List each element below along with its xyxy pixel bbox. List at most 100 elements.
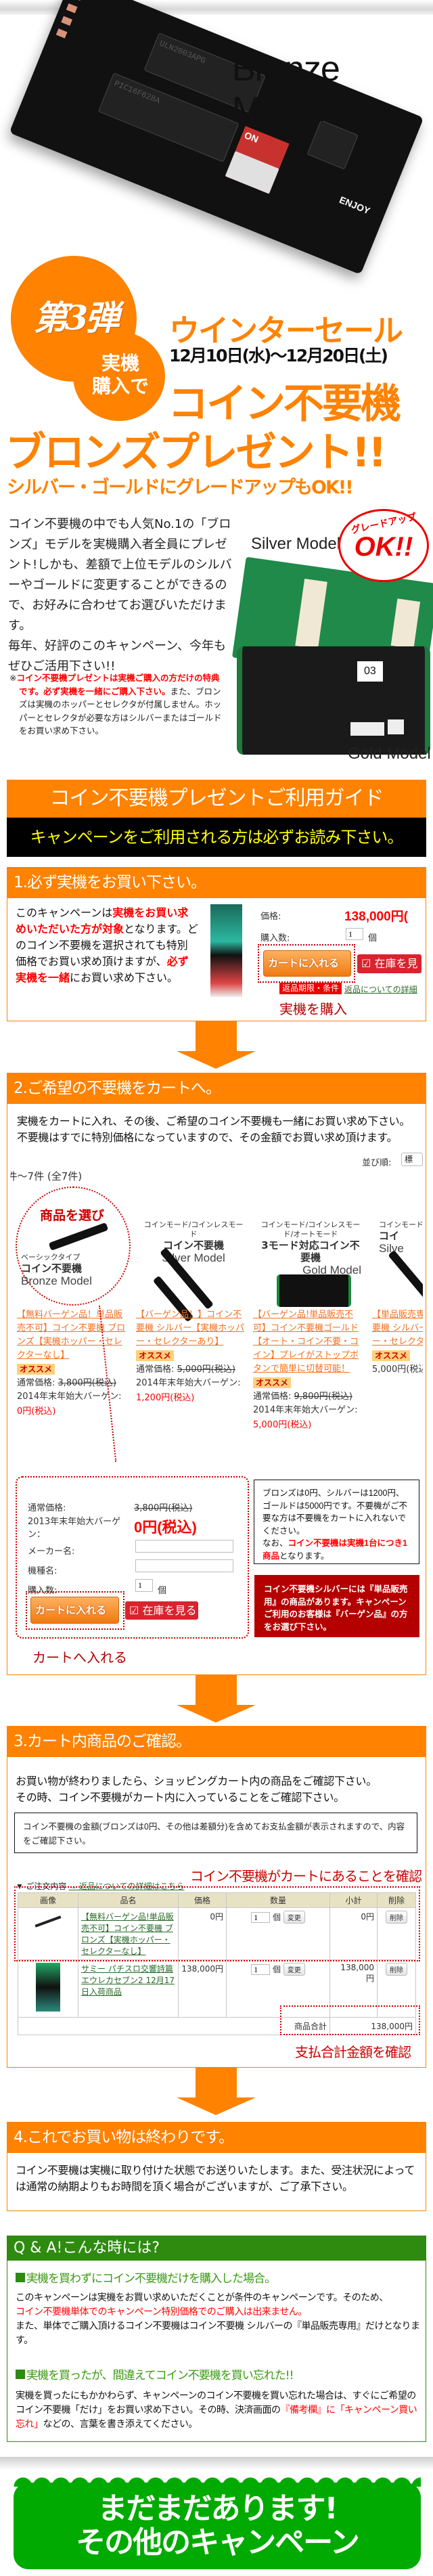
product-image-name: コイ	[379, 1230, 400, 1242]
info-text: ブロンズは0円、シルバーは1200円、ゴールドは5000円です。不要機がご不要な…	[263, 1488, 408, 1536]
product-image-gold[interactable]: コインモード/コインレスモード/オートモード 3モード対応コイン不要機 Gold…	[260, 1220, 361, 1315]
price-value: 138,000円(	[344, 910, 409, 924]
quantity-unit: 個	[158, 1586, 167, 1596]
recommend-badge: オススメ	[17, 1364, 55, 1375]
present-note: ※コイン不要機プレゼントは実機ご購入の方だけの特典です。必ず実機を一緒にご購入下…	[9, 671, 226, 738]
relay-block	[295, 579, 327, 649]
product-title-link[interactable]: 【バーゲン品！】コイン不要機 シルバー【実機ホッパー・セレクターあり】	[136, 1310, 245, 1347]
quantity-unit: 個	[368, 933, 378, 943]
info-text: なお、	[263, 1538, 288, 1548]
round-badge-text: 第3弾	[33, 298, 120, 338]
product-image-caption: コインモード/	[379, 1220, 423, 1229]
product-card-gold: 【バーゲン品!単品販売不可】コイン不要機ゴールド【オート・コイン不要・コイン】プ…	[253, 1308, 365, 1432]
sub-badge-text: 実機購入で	[81, 352, 160, 398]
question-text: 実機を買わずにコイン不要機だけを購入した場合。	[26, 2272, 276, 2286]
product-image-caption: コインモード/コインレスモード	[143, 1220, 244, 1239]
regular-price-label: 通常価格:	[253, 1392, 292, 1402]
model-name-input[interactable]	[135, 1559, 233, 1572]
step2-text: 実機をカートに入れ、その後、ご希望のコイン不要機も一緒にお買い求め下さい。不要機…	[17, 1113, 423, 1146]
product-image-silver[interactable]: コインモード/コインレスモード コイン不要機 Silver Model	[143, 1220, 244, 1323]
banner-line-1: まだまだあります!	[97, 2491, 338, 2526]
intro-text: 毎年、好評のこのキャンペーン、今年もぜひご活用下さい!!	[8, 639, 227, 673]
step4-header: 4.これでお買い物は終わりです。	[7, 2122, 426, 2153]
column-header: 画像	[18, 1892, 78, 1908]
cart-item-name-link[interactable]: 【無料バーゲン品!単品販売不可】コイン不要機 ブロンズ【実機ホッパー・セレクター…	[81, 1912, 174, 1956]
text: その時、コイン不要機がカート内に入っていることをご確認下さい。	[16, 1791, 344, 1804]
other-campaigns-banner[interactable]: まだまだあります! その他のキャンペーン	[14, 2477, 421, 2569]
down-arrow-icon	[177, 1675, 256, 1723]
maker-name-label: メーカー名:	[28, 1547, 75, 1557]
recommend-badge: オススメ	[253, 1377, 292, 1388]
change-quantity-button[interactable]: 変更	[283, 1963, 305, 1976]
guide-title: コイン不要機プレゼントご利用ガイド	[7, 780, 426, 818]
view-stock-button[interactable]: ☑ 在庫を見	[357, 954, 421, 973]
product-image-model: Gold Model	[302, 1264, 361, 1276]
view-stock-label: 在庫を見る	[142, 1604, 197, 1617]
step4-body: コイン不要機は実機に取り付けた状態でお送りいたします。また、受注状況によっては通…	[7, 2153, 426, 2211]
view-stock-button[interactable]: ☑ 在庫を見る	[125, 1601, 198, 1620]
regular-price-label: 通常価格:	[28, 1503, 66, 1513]
change-quantity-button[interactable]: 変更	[283, 1911, 305, 1924]
cart-item-name-link[interactable]: サミー パチスロ交響詩篇エウレカセブン2 12月17日入荷商品	[81, 1964, 175, 1997]
text: 実機をカートに入れ、その後、ご希望のコイン不要機も一緒にお買い求め下さい。	[17, 1115, 411, 1128]
question-text: 実機を買ったが、間違えてコイン不要機を買い忘れた!!	[26, 2369, 294, 2382]
add-to-cart-button[interactable]: カートに入れる	[263, 950, 351, 977]
product-image-model: Silver Model	[162, 1251, 225, 1264]
price-label: 価格:	[260, 912, 281, 922]
module-tag: 03	[357, 661, 383, 682]
product-title-link[interactable]: 【単品販売専用】コイン不要機 シルバー【実機ホッパー・セレクターあり】	[372, 1310, 423, 1347]
sub-badge-line: 購入で	[91, 375, 149, 397]
connector	[388, 719, 404, 734]
column-header: 品名	[78, 1892, 179, 1908]
banner-line-2: その他のキャンペーン	[76, 2525, 360, 2560]
sub-badge	[73, 332, 165, 421]
product-image-bronze[interactable]: ベーシックタイプ コイン不要機 Bronze Model	[21, 1253, 122, 1348]
add-to-cart-button[interactable]: カートに入れる	[30, 1597, 119, 1624]
quantity-input[interactable]	[346, 928, 363, 940]
product-image-silver-single[interactable]: コインモード/ コイ Silve	[379, 1220, 423, 1315]
regular-price: 3,800円(税込)	[134, 1503, 193, 1513]
product-card-bronze: 【無料バーゲン品！単品販売不可】コイン不要機 ブロンズ【実機ホッパー・セレクター…	[17, 1308, 129, 1419]
cart-quantity-input[interactable]	[251, 1912, 271, 1923]
quantity-unit: 個	[272, 1965, 281, 1974]
qa-answer-2: 実機を買ったにもかかわらず、キャンペーンのコイン不要機を買い忘れた場合は、すぐに…	[16, 2389, 421, 2432]
delete-item-button[interactable]: 削除	[386, 1911, 407, 1924]
maker-name-input[interactable]	[135, 1540, 233, 1553]
sort-select[interactable]: 標	[401, 1153, 423, 1166]
square-bullet-icon	[16, 2370, 25, 2379]
square-bullet-icon	[16, 2273, 25, 2282]
cart-table: 画像 品名 価格 数量 小計 削除 【無料バーゲン品!単品販売不可】コイン不要機…	[18, 1892, 416, 2035]
sale-price: 1,200円(税込)	[136, 1393, 195, 1403]
step2-header: 2.ご希望の不要機をカートへ。	[7, 1073, 426, 1104]
text: となります。どのコイン不要機を選択されても特別価格でお買い求め頂けますが、	[16, 923, 198, 968]
product-image-caption: ベーシックタイプ	[21, 1253, 81, 1262]
answer-emphasis: コイン不要機単体でのキャンペーン特別価格でのご購入は出来ません。	[16, 2307, 307, 2317]
text-emphasis: 実機をお買い求めいただいた方が対象	[16, 906, 189, 935]
info-box: ブロンズは0円、シルバーは1200円、ゴールドは5000円です。不要機がご不要な…	[254, 1480, 419, 1564]
cart-header-row: 画像 品名 価格 数量 小計 削除	[18, 1892, 416, 1908]
board-brand-mark: ENJOY	[338, 194, 372, 217]
product-title-link[interactable]: 【無料バーゲン品！単品販売不可】コイン不要機 ブロンズ【実機ホッパー・セレクター…	[17, 1310, 126, 1360]
column-header: 数量	[226, 1892, 330, 1908]
cart-item-highlight	[14, 1886, 420, 1961]
product-title-link[interactable]: 【バーゲン品!単品販売不可】コイン不要機ゴールド【オート・コイン不要・コイン】プ…	[253, 1310, 359, 1374]
sub-badge-line: 実機	[101, 352, 139, 374]
return-details-link[interactable]: 返品についての詳細	[344, 985, 417, 994]
text-emphasis: 必ず実機を一緒	[16, 955, 189, 984]
grade-up-ok-text: OK!!	[354, 532, 413, 562]
guide-subtitle: キャンペーンをご利用される方は必ずお読み下さい。	[7, 818, 426, 857]
answer-text: などの、言葉を書き添えてください。	[43, 2419, 198, 2430]
quantity-label: 購入数:	[260, 933, 290, 943]
product-image-name: コイン不要機	[21, 1262, 83, 1274]
regular-price-label: 通常価格:	[17, 1378, 55, 1388]
return-policy-badge[interactable]: 返品期限・条件	[279, 983, 342, 994]
note-emphasis: コイン不要機プレゼントは実機ご購入の方だけの特典です。必ず実機を一緒にご購入下さ…	[16, 673, 220, 696]
cart-quantity-input[interactable]	[251, 1964, 271, 1975]
add-to-cart-caption: カートへ入れる	[32, 1649, 127, 1666]
headline-2: ブロンズプレゼント!!	[5, 429, 387, 476]
quantity-input[interactable]	[135, 1579, 153, 1592]
delete-item-button[interactable]: 削除	[386, 1963, 407, 1976]
sort-label: 並び順:	[362, 1158, 392, 1168]
dip-label: ON	[242, 129, 260, 145]
grade-up-ok-badge: グレードアップ OK!!	[338, 509, 429, 582]
